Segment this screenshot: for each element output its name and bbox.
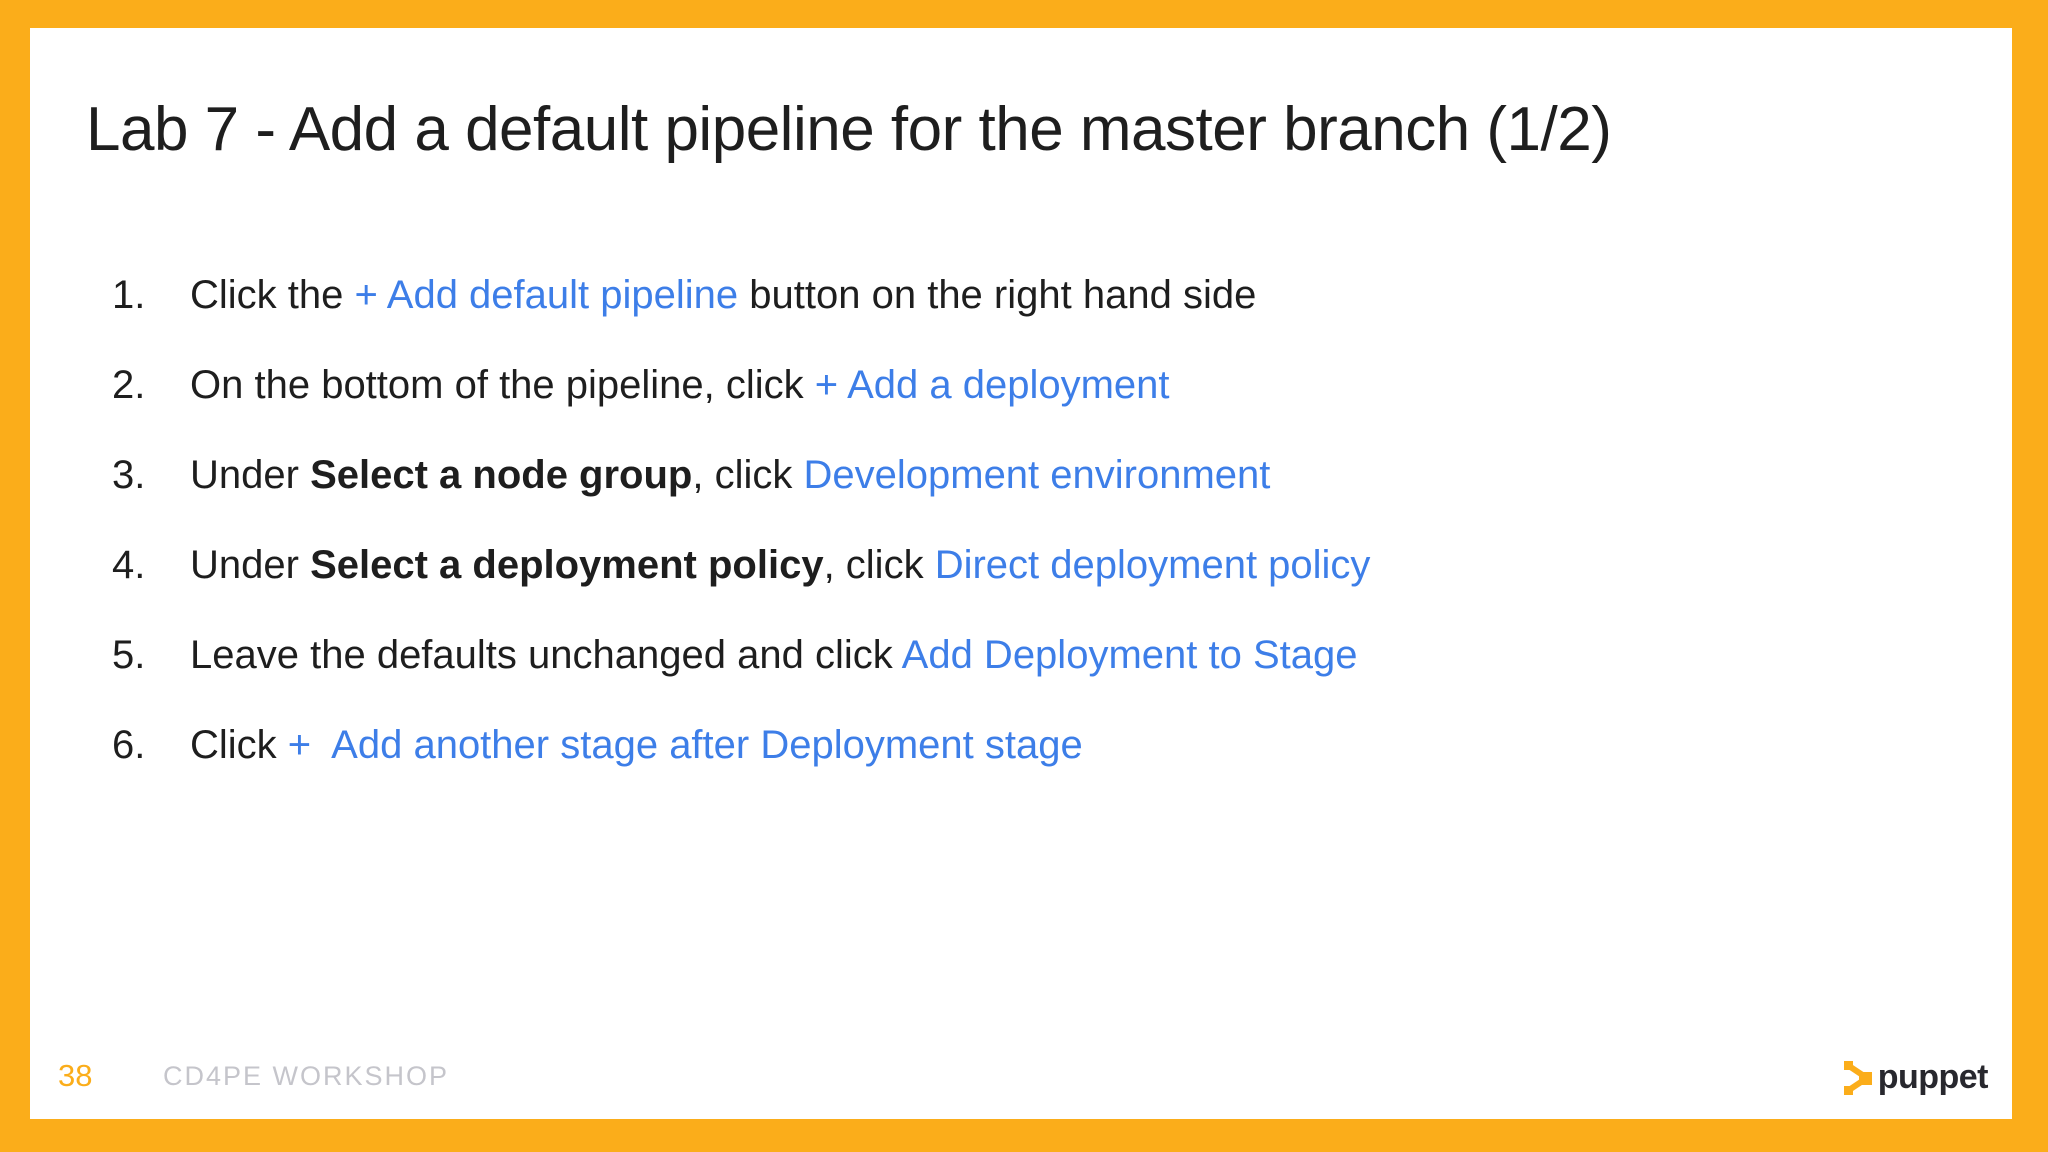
step-text-segment: , click bbox=[692, 452, 804, 497]
step-text-segment: Leave the defaults unchanged and click bbox=[190, 632, 902, 677]
step-item: 1. Click the + Add default pipeline butto… bbox=[112, 250, 1370, 340]
step-link-text: Development environment bbox=[803, 452, 1271, 497]
step-text-segment: Select a node group bbox=[310, 452, 693, 497]
step-text-segment: Click the bbox=[190, 272, 355, 317]
step-text: Under Select a deployment policy, click … bbox=[190, 543, 1370, 588]
step-item: 4. Under Select a deployment policy, clic… bbox=[112, 520, 1370, 610]
step-item: 3. Under Select a node group, click Devel… bbox=[112, 430, 1370, 520]
step-text: Click + Add another stage after Deployme… bbox=[190, 723, 1083, 768]
step-text-segment: Under bbox=[190, 452, 311, 497]
step-number: 3. bbox=[112, 452, 146, 497]
step-number: 6. bbox=[112, 722, 146, 767]
step-number: 2. bbox=[112, 362, 146, 407]
slide-title: Lab 7 - Add a default pipeline for the m… bbox=[86, 94, 1612, 164]
puppet-logo-icon bbox=[1843, 1060, 1872, 1095]
step-text-segment: On the bottom of the pipeline, click bbox=[190, 362, 815, 407]
step-text: Leave the defaults unchanged and click A… bbox=[190, 633, 1357, 678]
step-text: Under Select a node group, click Develop… bbox=[190, 453, 1270, 498]
step-text: Click the + Add default pipeline button … bbox=[190, 273, 1256, 318]
step-text: On the bottom of the pipeline, click + A… bbox=[190, 363, 1170, 408]
step-item: 5. Leave the defaults unchanged and click… bbox=[112, 610, 1370, 700]
puppet-logo-text: puppet bbox=[1877, 1058, 1989, 1096]
step-number: 1. bbox=[112, 272, 146, 317]
puppet-logo: puppet bbox=[1843, 1058, 1989, 1097]
step-text-segment: , click bbox=[823, 542, 935, 587]
step-number: 4. bbox=[112, 542, 146, 587]
step-text-segment: Click bbox=[190, 722, 288, 767]
step-link-text: + Add default pipeline bbox=[354, 272, 739, 317]
step-text-segment: Under bbox=[190, 542, 311, 587]
step-number: 5. bbox=[112, 632, 146, 677]
workshop-footer-label: CD4PE WORKSHOP bbox=[163, 1061, 450, 1091]
step-link-text: Direct deployment policy bbox=[934, 542, 1371, 587]
page-number: 38 bbox=[58, 1058, 93, 1093]
step-link-text: Add Deployment to Stage bbox=[901, 632, 1358, 677]
step-text-segment: button on the right hand side bbox=[738, 272, 1257, 317]
step-item: 2. On the bottom of the pipeline, click +… bbox=[112, 340, 1370, 430]
step-text-segment: Select a deployment policy bbox=[310, 542, 824, 587]
step-item: 6. Click + Add another stage after Deploy… bbox=[112, 700, 1370, 790]
step-link-text: + Add another stage after Deployment sta… bbox=[287, 722, 1083, 767]
step-link-text: + Add a deployment bbox=[814, 362, 1170, 407]
steps-list: 1. Click the + Add default pipeline butto… bbox=[112, 250, 1370, 790]
